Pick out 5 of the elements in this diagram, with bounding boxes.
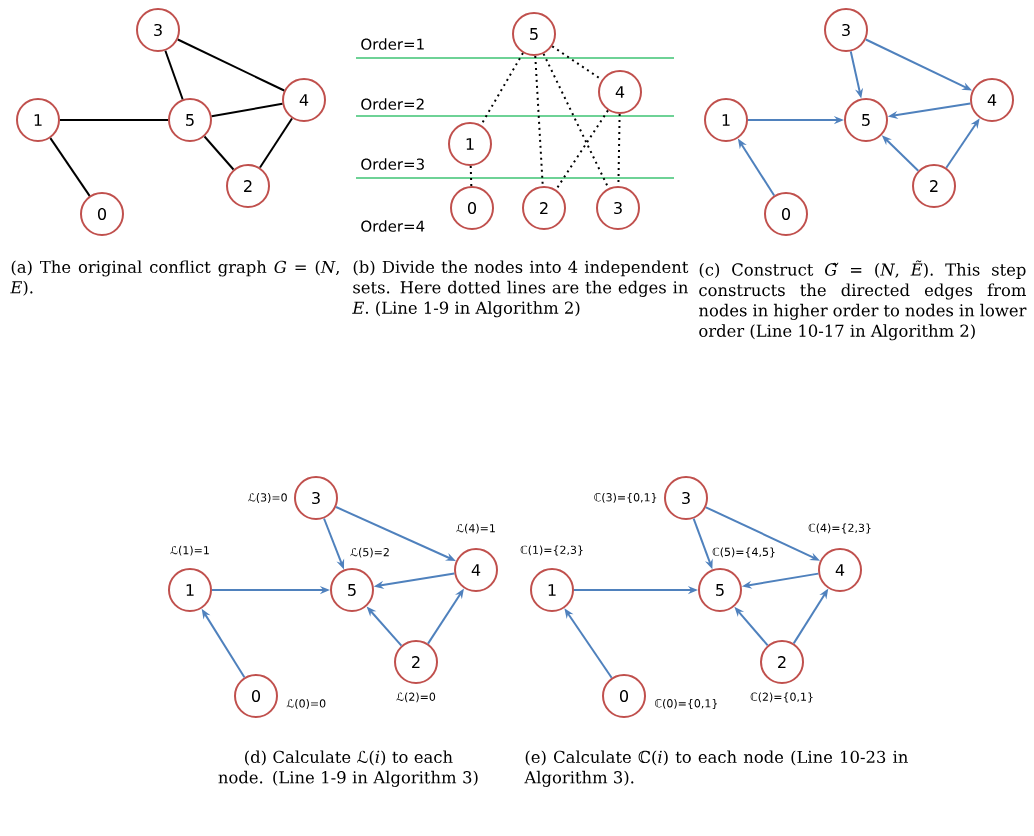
caption: (c) Construct G̃ = (N, Ẽ). This step constructs the directed edges from nodes in higher order to nodes in lower order (Line 10-17 in Algorithm 2) xyxy=(699,260,1027,341)
caption: (e) Calculate ℂ(i) to each node (Line 10-23 in Algorithm 3). xyxy=(524,750,908,787)
caption: (a) The original conflict graph G = (N, E). xyxy=(10,260,339,296)
caption: (b) Divide the nodes into 4 independent sets. Here dotted lines are the edges in E. (Line 1-9 in Algorithm 2) xyxy=(352,260,689,318)
caption: (d) Calculate ℒ(i) to each node. (Line 1-9 in Algorithm 3) xyxy=(218,750,478,787)
